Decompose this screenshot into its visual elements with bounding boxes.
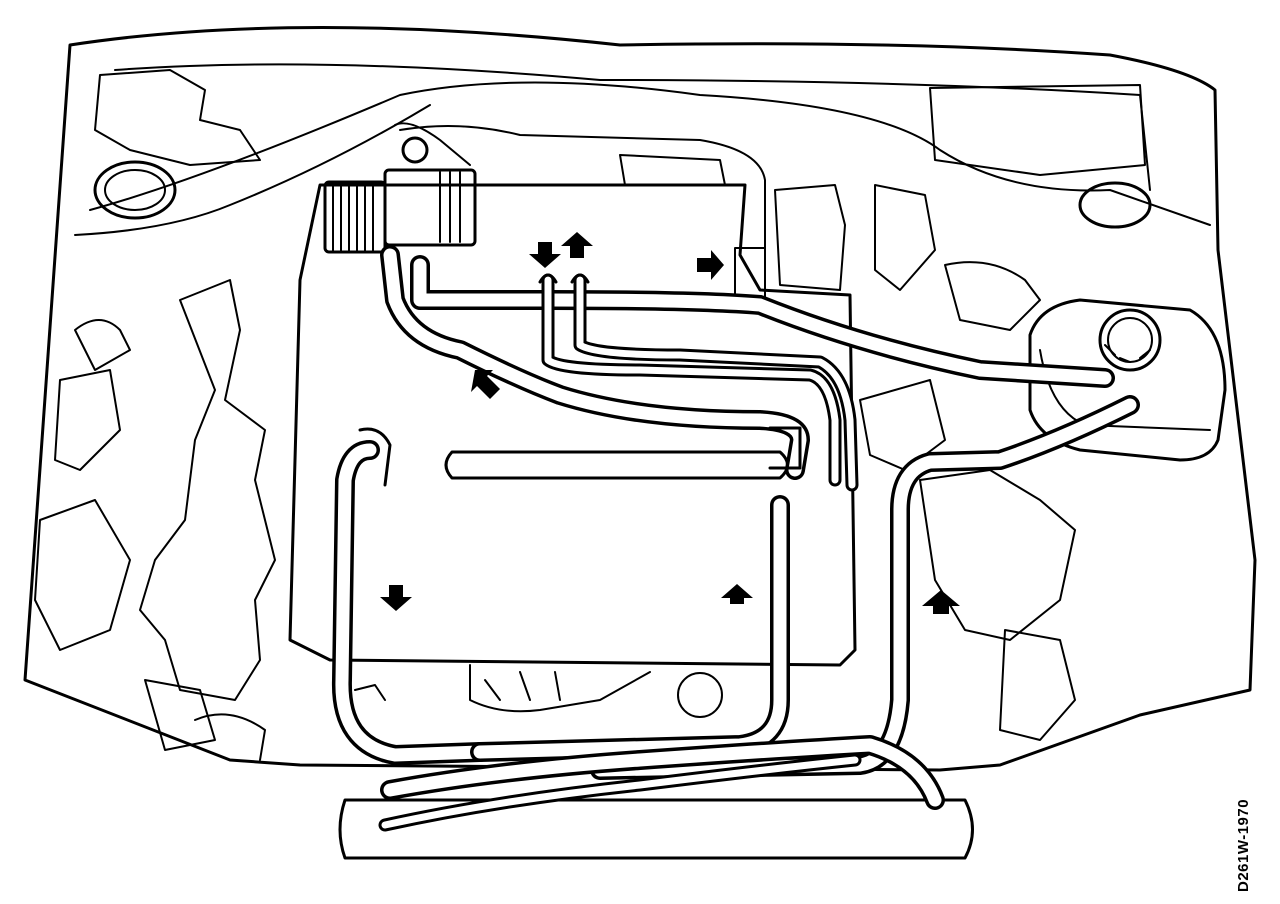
flow-arrow-up-right xyxy=(922,590,960,614)
throttle-body xyxy=(323,122,477,254)
flow-arrow-up xyxy=(561,232,593,258)
flow-arrow-up-center xyxy=(721,584,753,604)
engine-bay-outline xyxy=(23,26,1257,772)
figure-reference-code: D261W-1970 xyxy=(1235,798,1252,892)
engine-block xyxy=(288,125,857,718)
flow-arrow-right xyxy=(697,250,724,280)
coolant-hoses xyxy=(331,245,1140,832)
flow-arrows xyxy=(380,232,960,614)
flow-arrow-upleft xyxy=(471,370,500,399)
radiator xyxy=(338,798,974,860)
flow-arrow-down xyxy=(529,242,561,268)
flow-arrow-down-left xyxy=(380,585,412,611)
